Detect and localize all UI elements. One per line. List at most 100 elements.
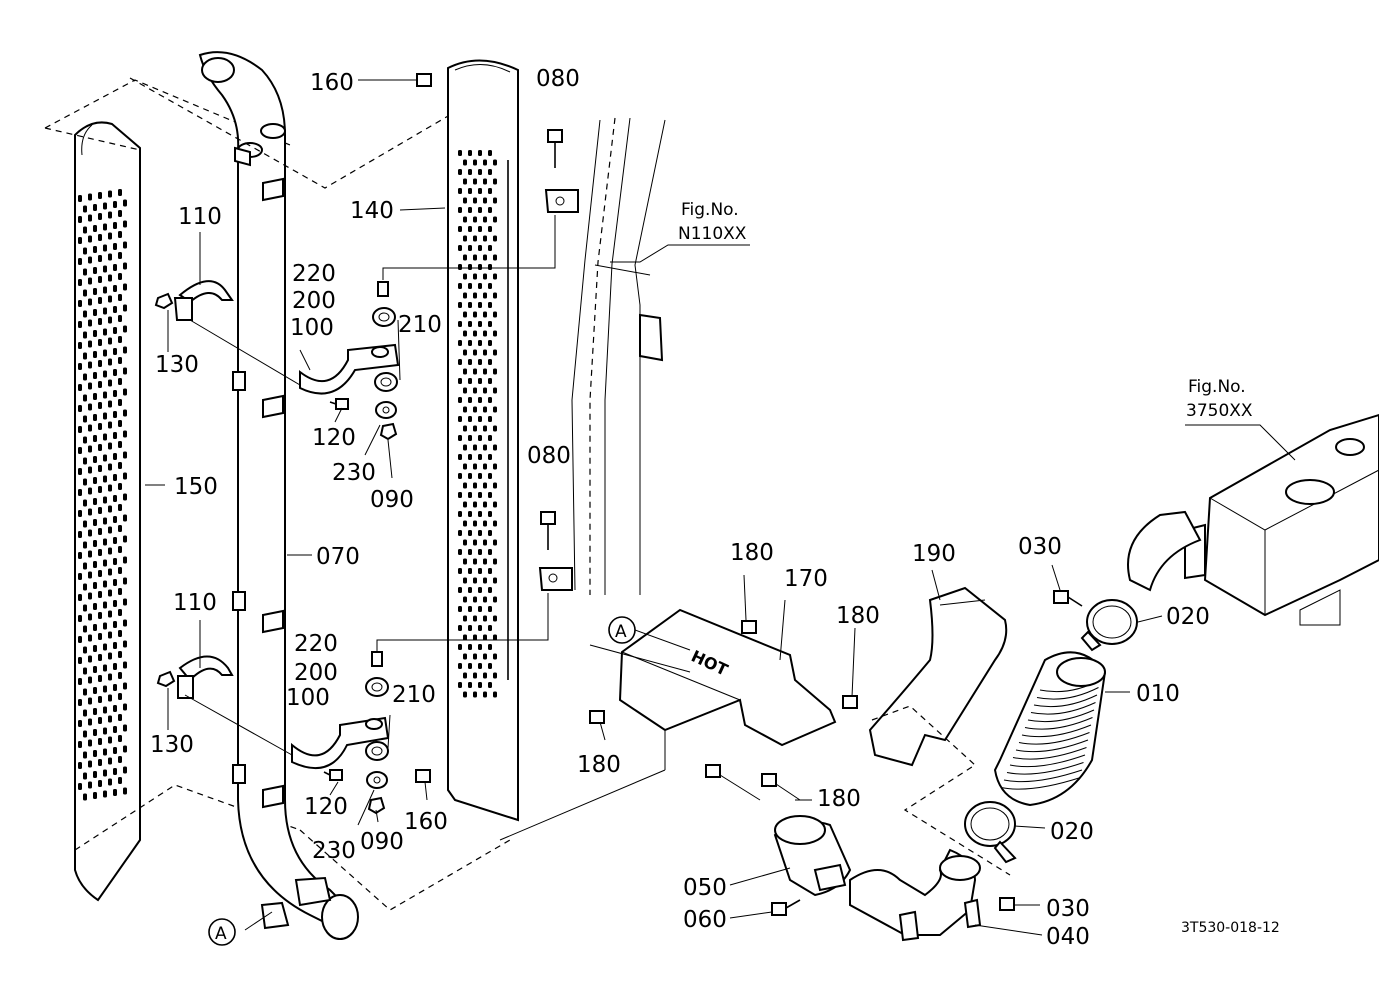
perforation-slot (493, 653, 497, 660)
perforation-slot (458, 302, 462, 308)
perforation-slot (473, 558, 477, 565)
perforation-slot (108, 358, 112, 366)
perforation-slot (483, 197, 487, 204)
perforation-slot (463, 691, 467, 698)
perforation-slot (123, 598, 127, 606)
perforation-slot (93, 246, 97, 253)
perforation-slot (103, 580, 107, 588)
perforation-slot (88, 424, 92, 432)
spacer-220-upper (377, 281, 389, 297)
perforation-slot (468, 568, 472, 574)
perforation-slot (478, 302, 482, 308)
perforation-slot (88, 613, 92, 621)
perforation-slot (458, 587, 462, 593)
perforation-slot (93, 477, 97, 484)
perforation-slot (473, 178, 477, 185)
perforation-slot (473, 463, 477, 470)
perforation-slot (488, 321, 492, 327)
perforation-slot (113, 600, 117, 607)
perforation-slot (113, 705, 117, 712)
perforation-slot (458, 378, 462, 384)
perforation-slot (478, 397, 482, 403)
perforation-slot (88, 277, 92, 285)
perforation-slot (123, 661, 127, 669)
perforation-slot (118, 336, 122, 343)
perforation-slot (113, 348, 117, 355)
perforation-slot (488, 454, 492, 460)
label-part-070: 070 (316, 544, 360, 570)
perforation-slot (113, 201, 117, 208)
bolt-180-c (589, 710, 605, 724)
perforation-slot (468, 150, 472, 156)
perforation-slot (478, 283, 482, 289)
view-marker-a-right: A (608, 616, 636, 644)
perforation-slot (493, 273, 497, 280)
perforation-slot (473, 330, 477, 337)
perforation-slot (118, 462, 122, 469)
perforation-slot (118, 399, 122, 406)
label-part-220: 220 (292, 261, 336, 287)
perforation-slot (483, 330, 487, 337)
label-part-080: 080 (536, 66, 580, 92)
washer-230-upper (375, 401, 397, 419)
perforation-slot (123, 472, 127, 480)
label-part-130-lower: 130 (150, 732, 194, 758)
bellows-rib (1006, 762, 1084, 775)
perforation-slot (493, 368, 497, 375)
bolt-030-upper (1053, 590, 1083, 607)
perforation-slot (493, 615, 497, 622)
perforation-slot (93, 708, 97, 715)
perforation-slot (488, 226, 492, 232)
perforation-slot (103, 265, 107, 273)
perforation-slot (488, 359, 492, 365)
perforation-slot (473, 235, 477, 242)
perforation-slot (123, 262, 127, 270)
perforation-slot (478, 321, 482, 327)
perforation-slot (113, 369, 117, 376)
perforation-slot (483, 254, 487, 261)
perforation-slot (78, 195, 82, 202)
perforation-slot (98, 255, 102, 262)
perforation-slot (468, 264, 472, 270)
perforation-slot (478, 264, 482, 270)
perforation-slot (493, 558, 497, 565)
perforation-slot (78, 468, 82, 475)
label-part-090: 090 (370, 487, 414, 513)
perforation-slot (468, 169, 472, 175)
label-part-150: 150 (174, 474, 218, 500)
perforation-slot (123, 640, 127, 648)
perforation-slot (468, 397, 472, 403)
perforation-slot (483, 387, 487, 394)
perforation-slot (123, 703, 127, 711)
perforation-slot (118, 588, 122, 595)
washer-230-lower (366, 771, 388, 789)
perforation-slot (483, 577, 487, 584)
perforation-slot (108, 421, 112, 429)
perforation-slot (488, 663, 492, 669)
perforation-slot (78, 384, 82, 391)
perforation-slot (98, 612, 102, 619)
perforation-slot (118, 441, 122, 448)
perforation-slot (483, 653, 487, 660)
perforation-slot (488, 397, 492, 403)
perforation-slot (98, 528, 102, 535)
perforation-slot (123, 367, 127, 375)
perforation-slot (113, 621, 117, 628)
perforation-slot (478, 454, 482, 460)
perforation-slot (488, 568, 492, 574)
perforation-slot (478, 340, 482, 346)
perforation-slot (103, 412, 107, 420)
clamp-100-lower (291, 716, 390, 770)
perforation-slot (468, 226, 472, 232)
perforation-slot (113, 432, 117, 439)
perforation-slot (98, 234, 102, 241)
perforation-slot (488, 340, 492, 346)
perforation-slot (478, 625, 482, 631)
perforation-slot (483, 368, 487, 375)
perforation-slot (458, 283, 462, 289)
perforation-slot (463, 577, 467, 584)
perforation-slot (78, 720, 82, 727)
perforation-slot (488, 587, 492, 593)
perforation-slot (83, 709, 87, 717)
perforation-slot (473, 653, 477, 660)
